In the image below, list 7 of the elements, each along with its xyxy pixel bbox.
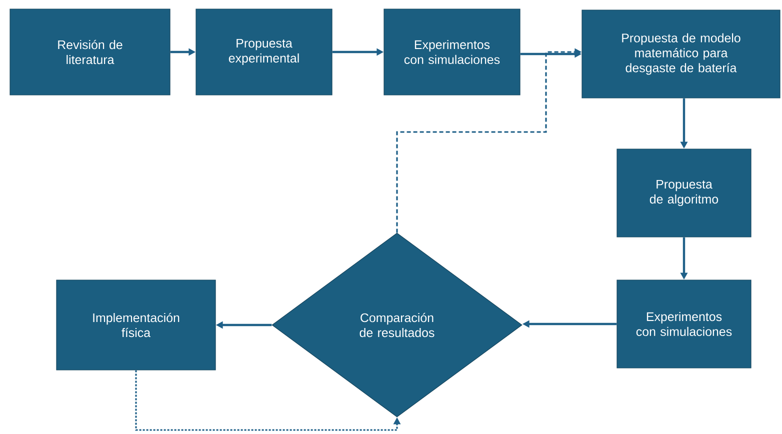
process-box: Revisión de literatura bbox=[10, 8, 170, 96]
process-box: Implementación física bbox=[56, 280, 216, 370]
process-box: Propuesta experimental bbox=[196, 8, 332, 96]
process-box: Propuesta de algoritmo bbox=[616, 148, 752, 238]
process-box: Experimentos con simulaciones bbox=[616, 280, 752, 368]
process-box: Propuesta de modelo matemático para desgaste de batería bbox=[582, 10, 780, 98]
process-box: Experimentos con simulaciones bbox=[384, 8, 520, 96]
